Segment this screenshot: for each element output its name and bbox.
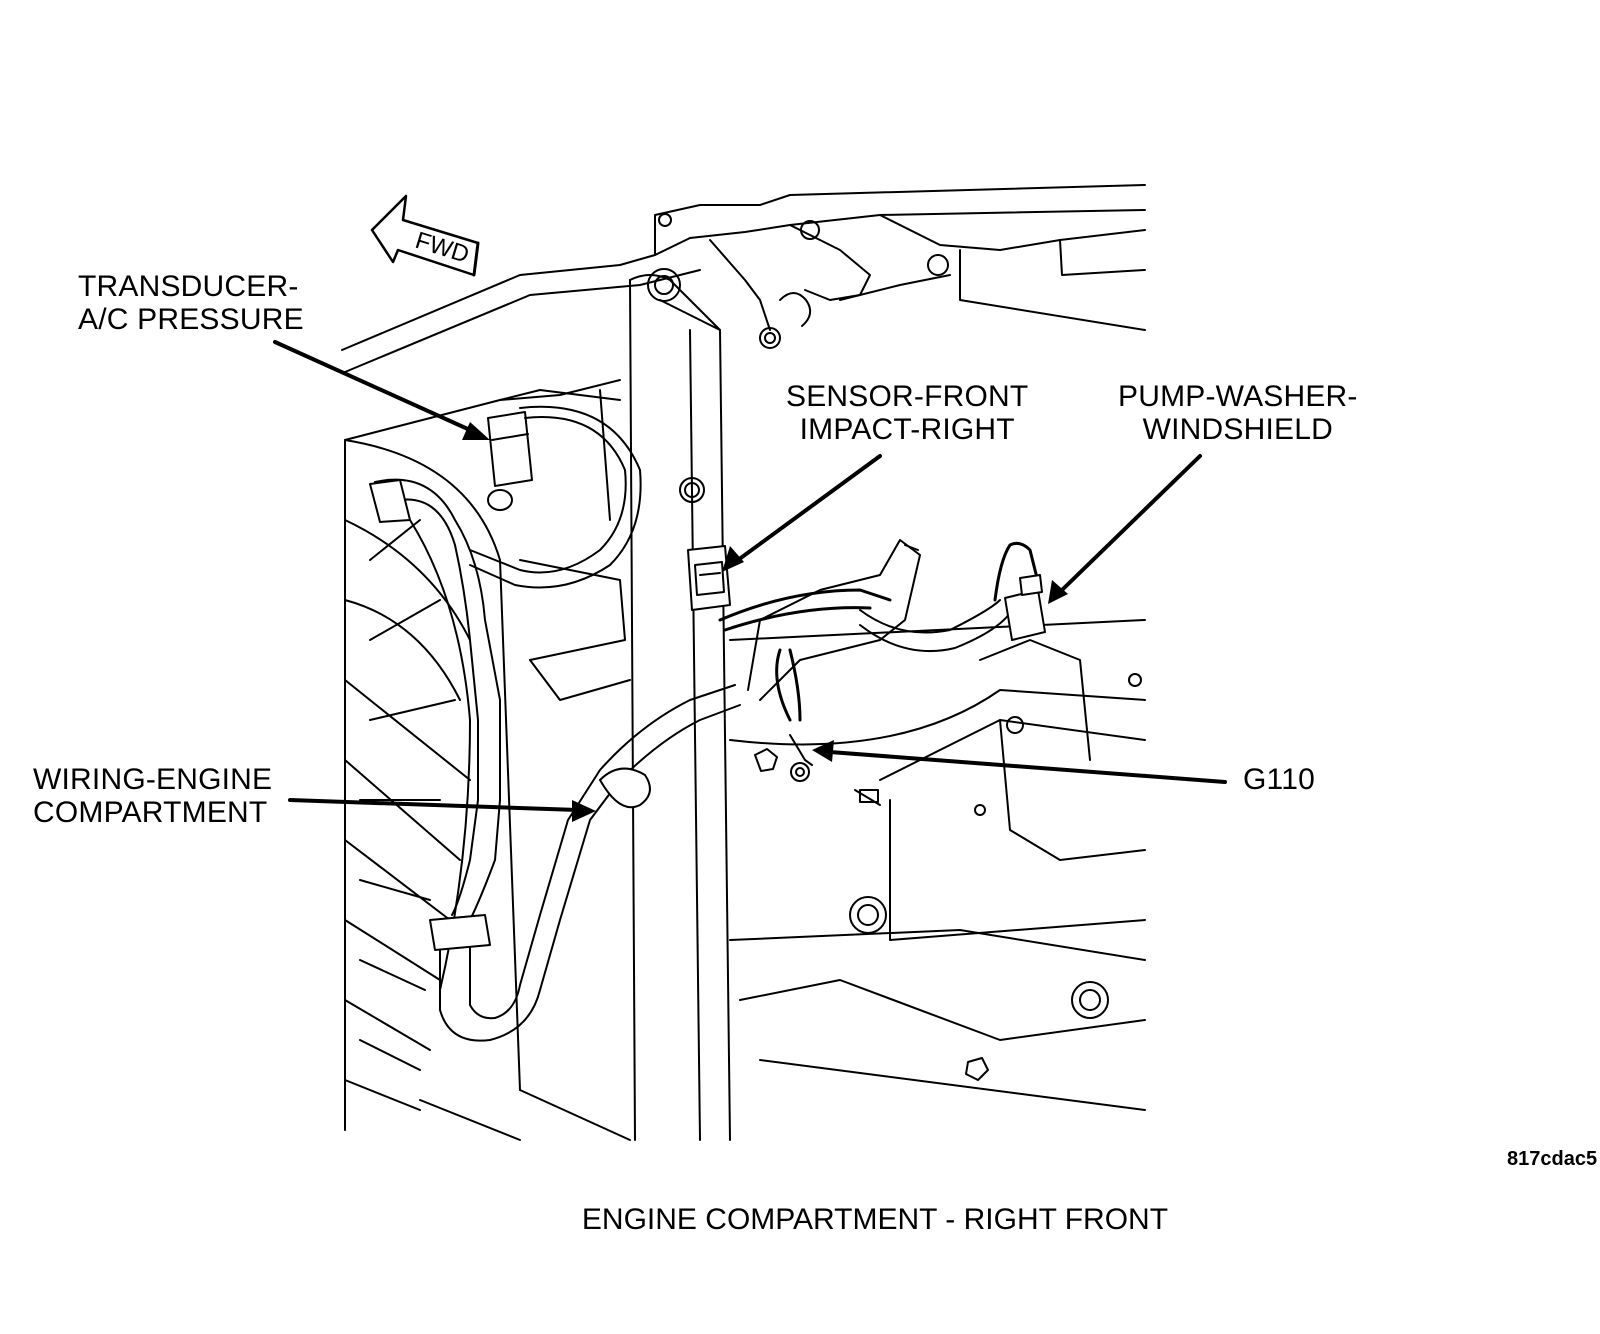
sensor-front-impact-connector	[687, 545, 731, 611]
wiring-engine-compartment-label: WIRING-ENGINE COMPARTMENT	[33, 763, 272, 829]
wiring-small-leads	[718, 541, 1042, 722]
g110-label: G110	[1243, 763, 1315, 796]
arrow-sensor	[736, 454, 882, 562]
washer-pump-connector	[1004, 574, 1046, 641]
arrow-pump	[1060, 454, 1202, 592]
transducer-label-line1: TRANSDUCER-	[78, 270, 299, 303]
wiring-harness-main	[369, 478, 1013, 1042]
arrow-g110	[828, 750, 1227, 784]
g110-ground-point	[754, 734, 881, 806]
g110-label-line1: G110	[1243, 763, 1315, 796]
figure-id: 817cdac5	[1507, 1148, 1598, 1170]
transducer-ac-pressure-label: TRANSDUCER- A/C PRESSURE	[78, 270, 304, 336]
arrow-transducer	[273, 340, 472, 432]
arrowheads	[462, 422, 1068, 822]
figure-caption: ENGINE COMPARTMENT - RIGHT FRONT	[581, 1203, 1169, 1236]
wiring-label-line1: WIRING-ENGINE	[33, 763, 273, 796]
sensor-label-line1: SENSOR-FRONT	[786, 380, 1029, 413]
arrow-wiring	[288, 798, 580, 812]
pump-label-line1: PUMP-WASHER-	[1118, 380, 1358, 413]
vertical-pillar	[629, 268, 731, 1141]
lower-body-panels	[419, 619, 1146, 1141]
leader-arrows	[273, 340, 1227, 812]
pump-washer-windshield-label: PUMP-WASHER- WINDSHIELD	[1118, 380, 1358, 446]
radiator-support	[341, 184, 1146, 441]
fwd-arrow-icon	[370, 194, 480, 277]
pump-label-line2: WINDSHIELD	[1142, 413, 1333, 446]
fan-shroud	[344, 389, 631, 1131]
transducer-label-line2: A/C PRESSURE	[78, 303, 304, 336]
transducer-ac-pressure	[469, 405, 642, 589]
wiring-label-line2: COMPARTMENT	[33, 796, 268, 829]
sensor-front-impact-label: SENSOR-FRONT IMPACT-RIGHT	[786, 380, 1028, 446]
sensor-label-line2: IMPACT-RIGHT	[799, 413, 1015, 446]
